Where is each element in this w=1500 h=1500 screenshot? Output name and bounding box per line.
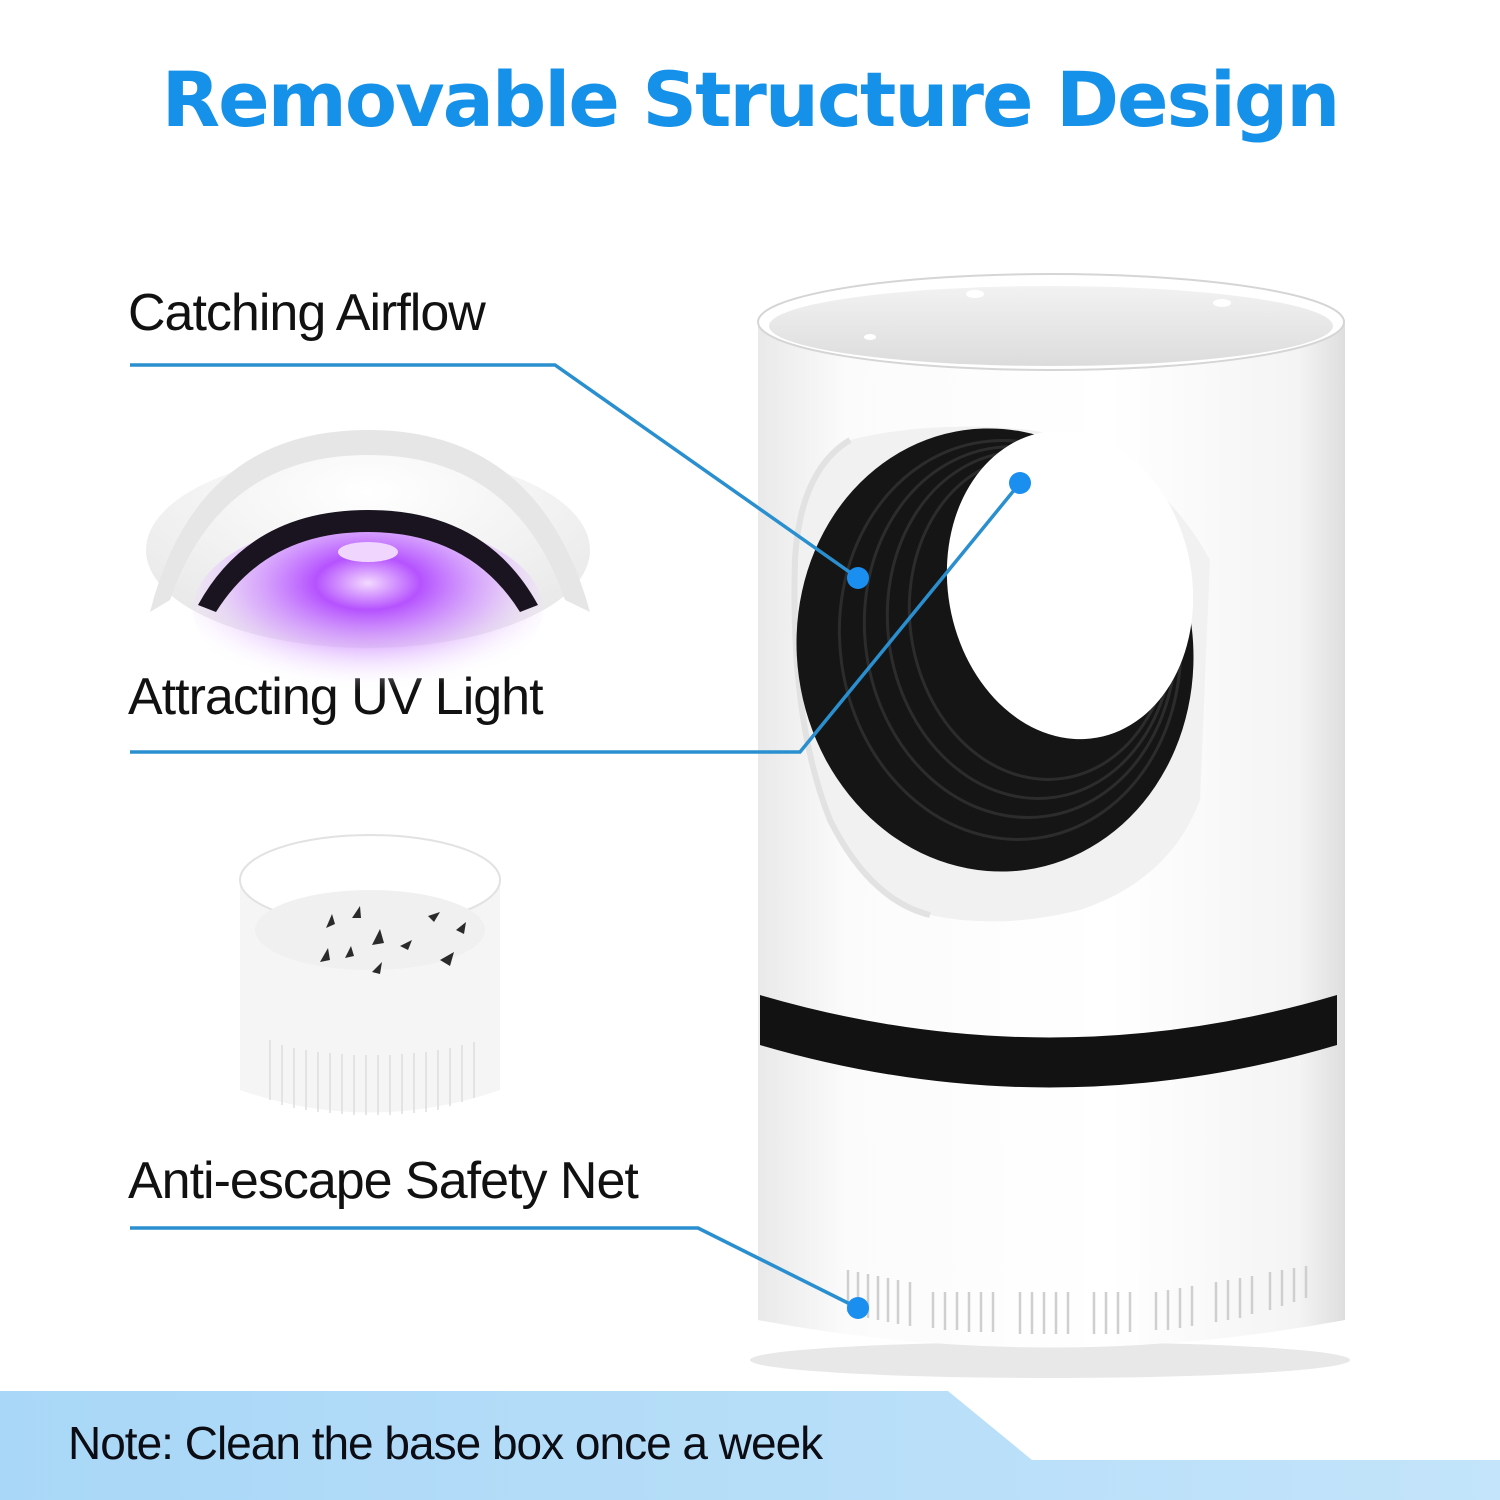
callout-line-catching-airflow — [130, 363, 860, 580]
callout-dot-attracting-uv-light — [1009, 472, 1031, 494]
note-text: Note: Clean the base box once a week — [68, 1417, 823, 1469]
insects — [320, 906, 466, 974]
mosquito-trap-device — [750, 273, 1350, 1378]
callout-dot-catching-airflow — [847, 567, 869, 589]
uv-light-inset — [146, 430, 590, 700]
uv-lamp-arc — [198, 510, 538, 612]
callout-lines — [130, 363, 1022, 1310]
base-vent-grille — [846, 1266, 1308, 1334]
callout-dot-anti-escape-safety-net — [847, 1297, 869, 1319]
callout-label-catching-airflow: Catching Airflow — [128, 284, 486, 342]
callout-label-anti-escape-safety-net: Anti-escape Safety Net — [128, 1152, 639, 1210]
black-band — [760, 995, 1337, 1088]
callout-line-attracting-uv-light — [130, 481, 1022, 754]
note-bar — [0, 1391, 1500, 1500]
base-box-inset — [239, 834, 501, 1115]
callout-line-anti-escape-safety-net — [130, 1226, 859, 1310]
page-title: Removable Structure Design — [161, 55, 1341, 144]
